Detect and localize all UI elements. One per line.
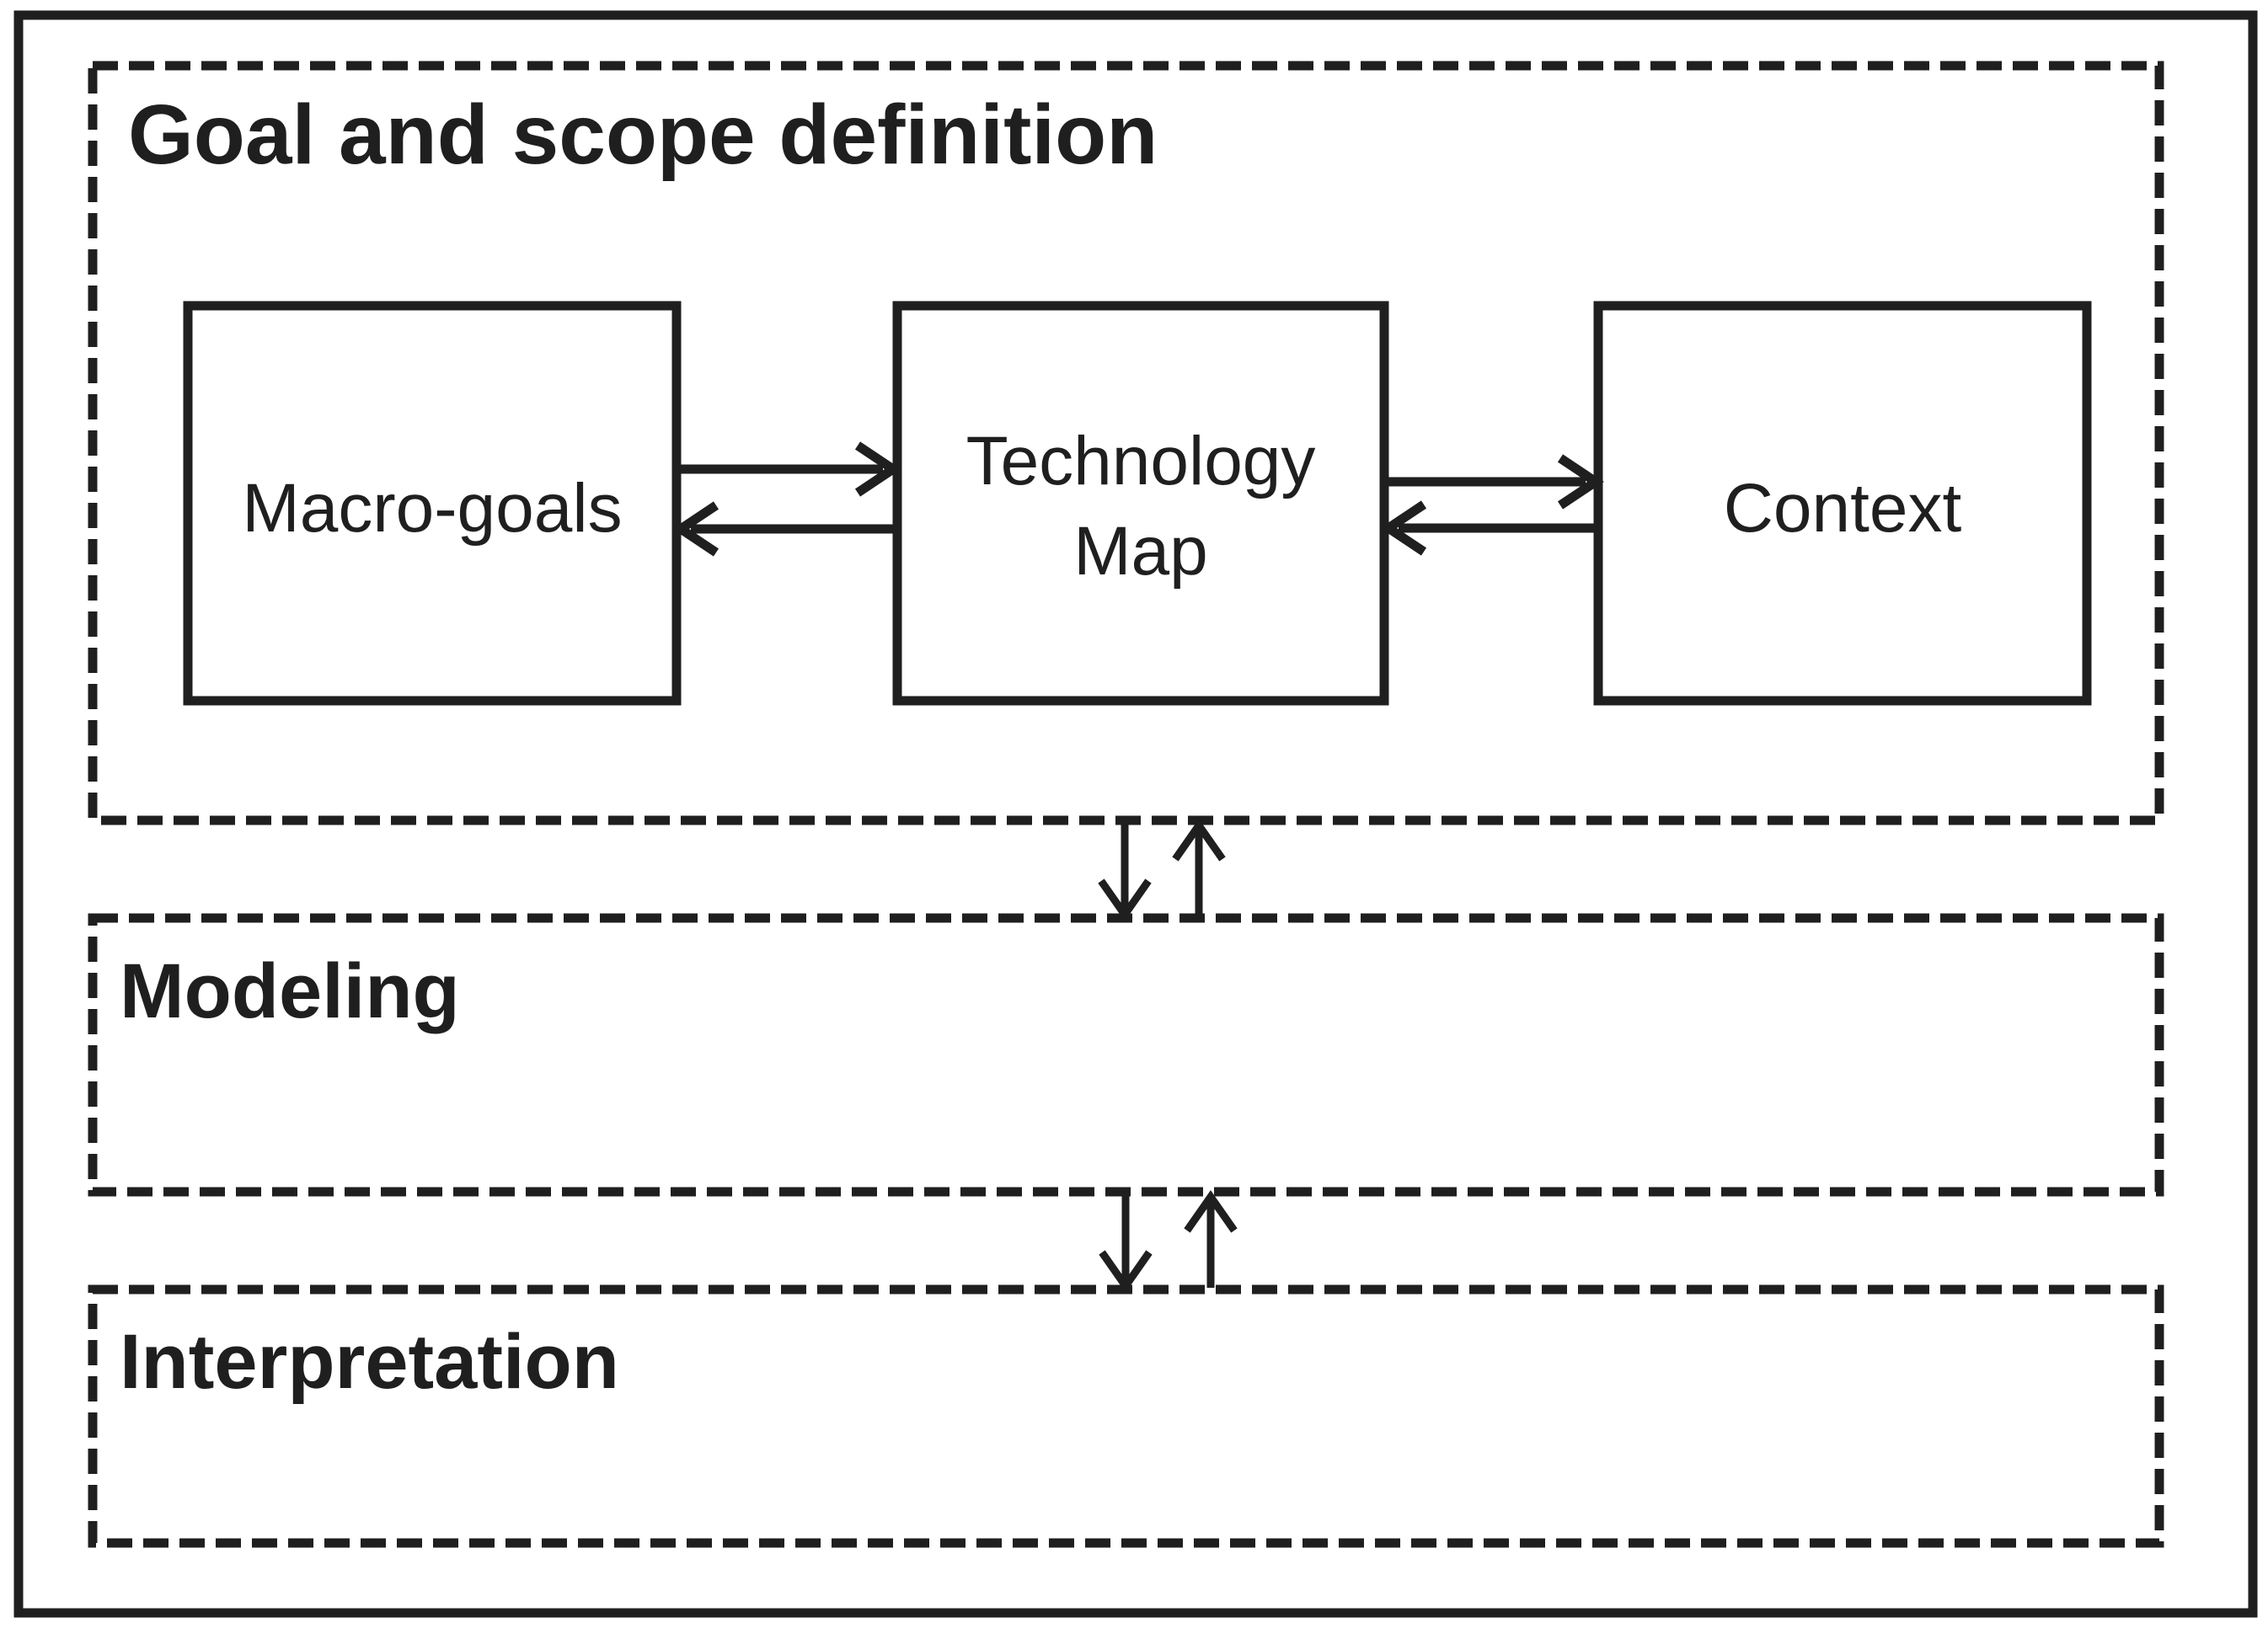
modeling-section-box: [88, 913, 2164, 1197]
goal-scope-section-box: [88, 61, 2164, 825]
arrow-macro-goals-to-technology-map: [679, 441, 901, 497]
arrow-head-left-icon: [672, 501, 719, 557]
arrow-interpretation-to-modeling: [1184, 1190, 1238, 1288]
interpretation-section-box: [88, 1284, 2164, 1548]
arrow-head-right-icon: [854, 441, 901, 497]
modeling-section-title: Modeling: [120, 948, 460, 1034]
context-box: [1593, 301, 2092, 706]
arrow-technology-map-to-macro-goals: [672, 501, 895, 557]
interpretation-section-title: Interpretation: [120, 1319, 619, 1405]
arrow-modeling-to-goal-scope: [1172, 819, 1226, 916]
arrow-head-left-icon: [1380, 500, 1427, 556]
arrow-technology-map-to-context: [1387, 454, 1604, 510]
outer-border: [13, 10, 2258, 1618]
goal-scope-section-title: Goal and scope definition: [128, 88, 1158, 182]
arrow-context-to-technology-map: [1380, 500, 1596, 556]
macro-goals-box: [183, 301, 682, 706]
technology-map-box: [892, 301, 1389, 706]
arrow-modeling-to-interpretation: [1099, 1194, 1153, 1293]
arrow-head-up-icon: [1172, 819, 1226, 862]
arrow-head-right-icon: [1557, 454, 1604, 510]
macro-goals-label: Macro-goals: [242, 470, 622, 547]
context-label: Context: [1724, 470, 1962, 547]
arrow-head-up-icon: [1184, 1190, 1238, 1233]
arrow-goal-scope-to-modeling: [1098, 823, 1152, 921]
technology-map-label-line2: Map: [1073, 513, 1208, 590]
technology-map-label-line1: Technology: [966, 423, 1316, 499]
